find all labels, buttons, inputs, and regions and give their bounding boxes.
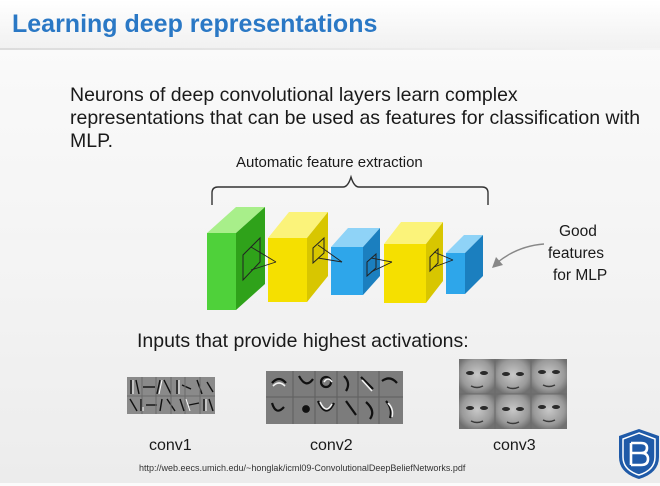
conv1-label: conv1 [149,437,192,454]
university-logo [617,427,660,486]
side-label-line-2: features [548,245,605,262]
arrow-icon [497,243,545,263]
connector-lines [250,244,454,273]
title-bar: Learning deep representations [0,0,660,48]
brace-label: Automatic feature extraction [236,154,423,171]
slide-title: Learning deep representations [12,10,378,38]
conv1-image [127,377,215,414]
layer-4-block [384,222,443,303]
source-url[interactable]: http://web.eecs.umich.edu/~honglak/icml0… [139,463,466,473]
title-divider [0,48,660,50]
body-text: Neurons of deep convolutional layers lea… [70,84,641,152]
layer-5-block [446,235,483,294]
layer-1-block [207,207,265,310]
conv2-image [266,371,403,424]
curly-brace [211,174,489,205]
conv3-image [459,359,567,429]
inputs-heading: Inputs that provide highest activations: [137,330,469,352]
side-label-line-1: Good [559,223,597,240]
layer-3-block [331,228,380,295]
layer-2-block [268,212,328,302]
conv3-label: conv3 [493,437,536,454]
cnn-diagram [207,174,545,310]
conv2-label: conv2 [310,437,353,454]
side-label-line-3: for MLP [553,267,608,284]
